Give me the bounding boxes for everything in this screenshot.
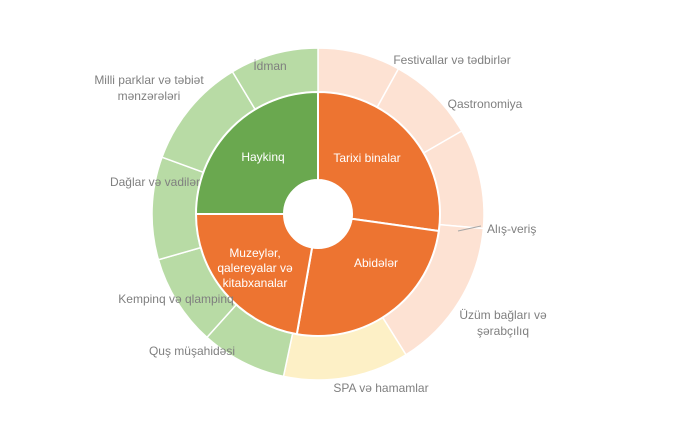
outer-label-spa-v-hamamlar: SPA və hamamlar <box>333 381 428 395</box>
inner-label-tarixi-binalar: Tarixi binalar <box>333 151 400 165</box>
outer-labels: Festivallar və tədbirlərQastronomiyaAlış… <box>94 53 547 395</box>
inner-label-abid-l-r: Abidələr <box>354 256 398 270</box>
outer-label-idman: İdman <box>253 59 286 73</box>
leader-lines <box>457 225 482 232</box>
outer-label-daglar-v-vadil-r: Dağlar və vadilər <box>110 175 200 189</box>
leader-line-alis-veris <box>457 225 482 232</box>
center-hole <box>284 180 352 248</box>
inner-label-haykinq: Haykinq <box>241 150 284 164</box>
outer-label-al-s-veris: Alış-veriş <box>487 222 536 236</box>
outer-label-festivallar-v-t-dbirl-r: Festivallar və tədbirlər <box>393 53 510 67</box>
outer-label-kempinq-v-qlampinq: Kempinq və qlampinq <box>118 292 233 306</box>
outer-label-qus-musahid-si: Quş müşahidəsi <box>149 344 235 358</box>
outer-label-qastronomiya: Qastronomiya <box>448 97 523 111</box>
